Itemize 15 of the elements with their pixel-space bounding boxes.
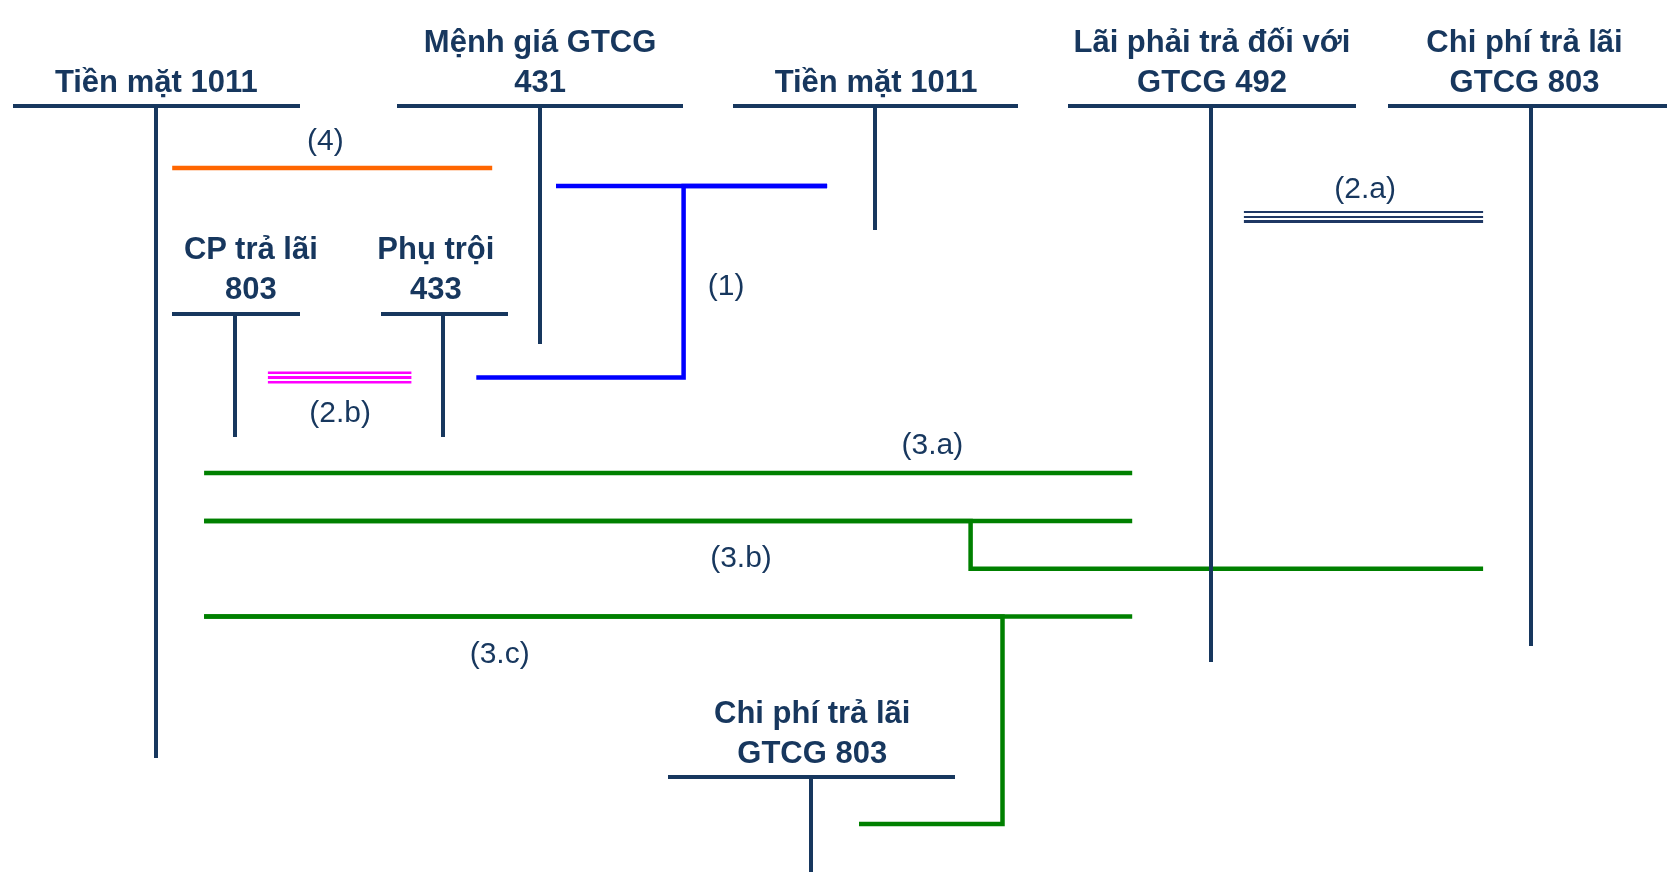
account-title: Tiền mặt 1011 (54, 63, 258, 101)
posting-line (267, 371, 412, 384)
account-title: Chi phí trả lãi GTCG 803 (1425, 22, 1624, 101)
account-title: Chi phí trả lãi GTCG 803 (713, 693, 912, 772)
account-title: Tiền mặt 1011 (774, 63, 978, 101)
posting-line (204, 614, 1005, 827)
posting-line (172, 165, 493, 171)
account-title: CP trả lãi 803 (182, 230, 319, 309)
posting-line (1243, 210, 1484, 223)
account-title: Lãi phải trả đối với GTCG 492 (1072, 22, 1352, 101)
account-title: Phụ trội 433 (376, 230, 496, 309)
posting-line (476, 183, 828, 380)
posting-line (204, 470, 1133, 476)
posting-line (204, 518, 1484, 572)
account-title: Mệnh giá GTCG 431 (422, 22, 658, 101)
